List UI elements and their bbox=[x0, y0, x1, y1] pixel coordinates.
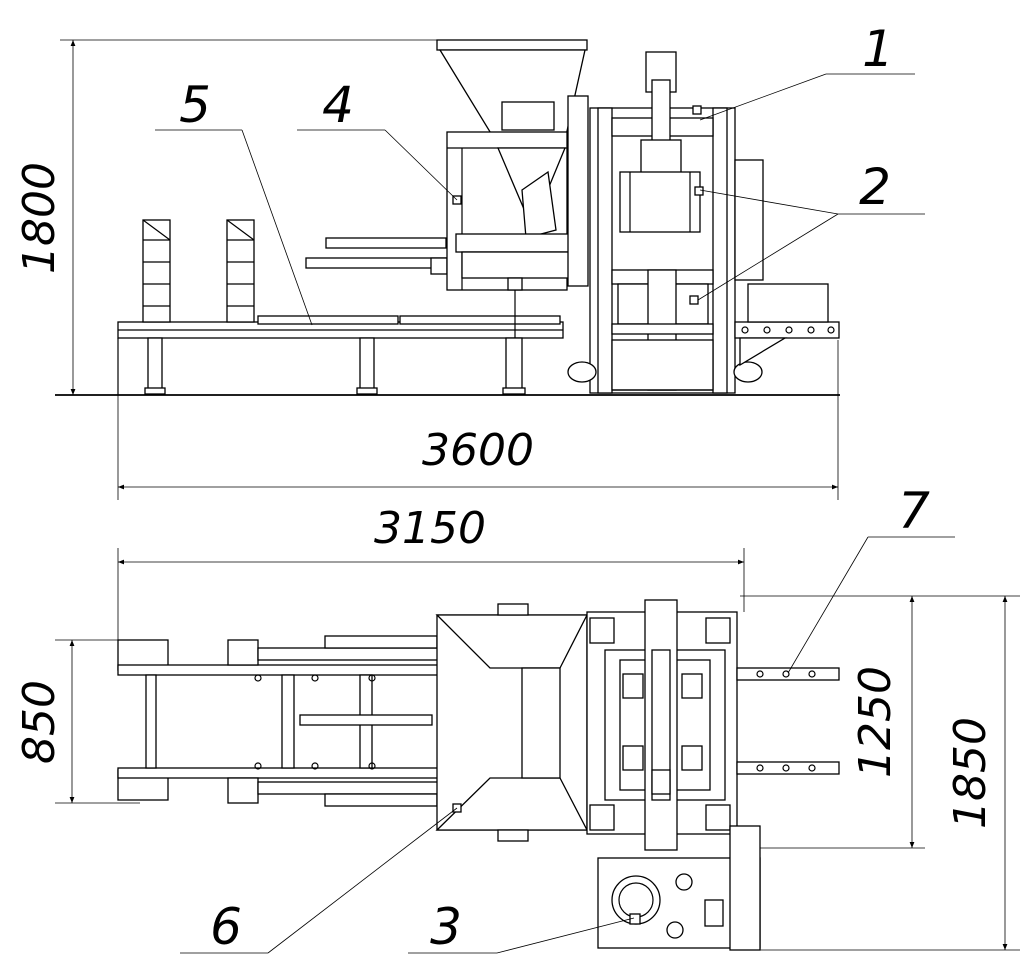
dim-width-mid: 1250 bbox=[850, 666, 901, 778]
dim-height-side: 1800 bbox=[14, 162, 65, 274]
hopper-side bbox=[436, 39, 589, 338]
callout-3: 3 bbox=[430, 898, 462, 956]
hopper-plan bbox=[435, 603, 589, 842]
side-view bbox=[55, 39, 840, 396]
callout-1: 1 bbox=[862, 20, 894, 78]
hydraulic-station-plan bbox=[597, 825, 761, 951]
callouts: 1 2 3 4 5 6 7 bbox=[155, 20, 955, 956]
dim-width-overall: 1850 bbox=[945, 717, 996, 829]
dim-length-plan: 3150 bbox=[374, 503, 486, 554]
callout-7: 7 bbox=[898, 482, 930, 540]
callout-5: 5 bbox=[179, 76, 211, 134]
callout-4: 4 bbox=[322, 76, 354, 134]
callout-6: 6 bbox=[210, 898, 242, 956]
output-conveyor-side bbox=[734, 283, 840, 367]
press-frame-side bbox=[567, 51, 764, 394]
press-frame-plan bbox=[586, 599, 738, 851]
pallet-conveyor-side bbox=[117, 219, 564, 395]
pallet-conveyor-plan bbox=[117, 635, 441, 807]
dimensions: 1800 3600 3150 850 1250 1850 bbox=[14, 39, 1020, 951]
callout-2: 2 bbox=[859, 158, 891, 216]
dim-length-overall: 3600 bbox=[422, 425, 534, 476]
dim-width-pallet: 850 bbox=[14, 680, 65, 764]
output-conveyor-plan bbox=[736, 667, 840, 775]
plan-view bbox=[117, 599, 840, 951]
